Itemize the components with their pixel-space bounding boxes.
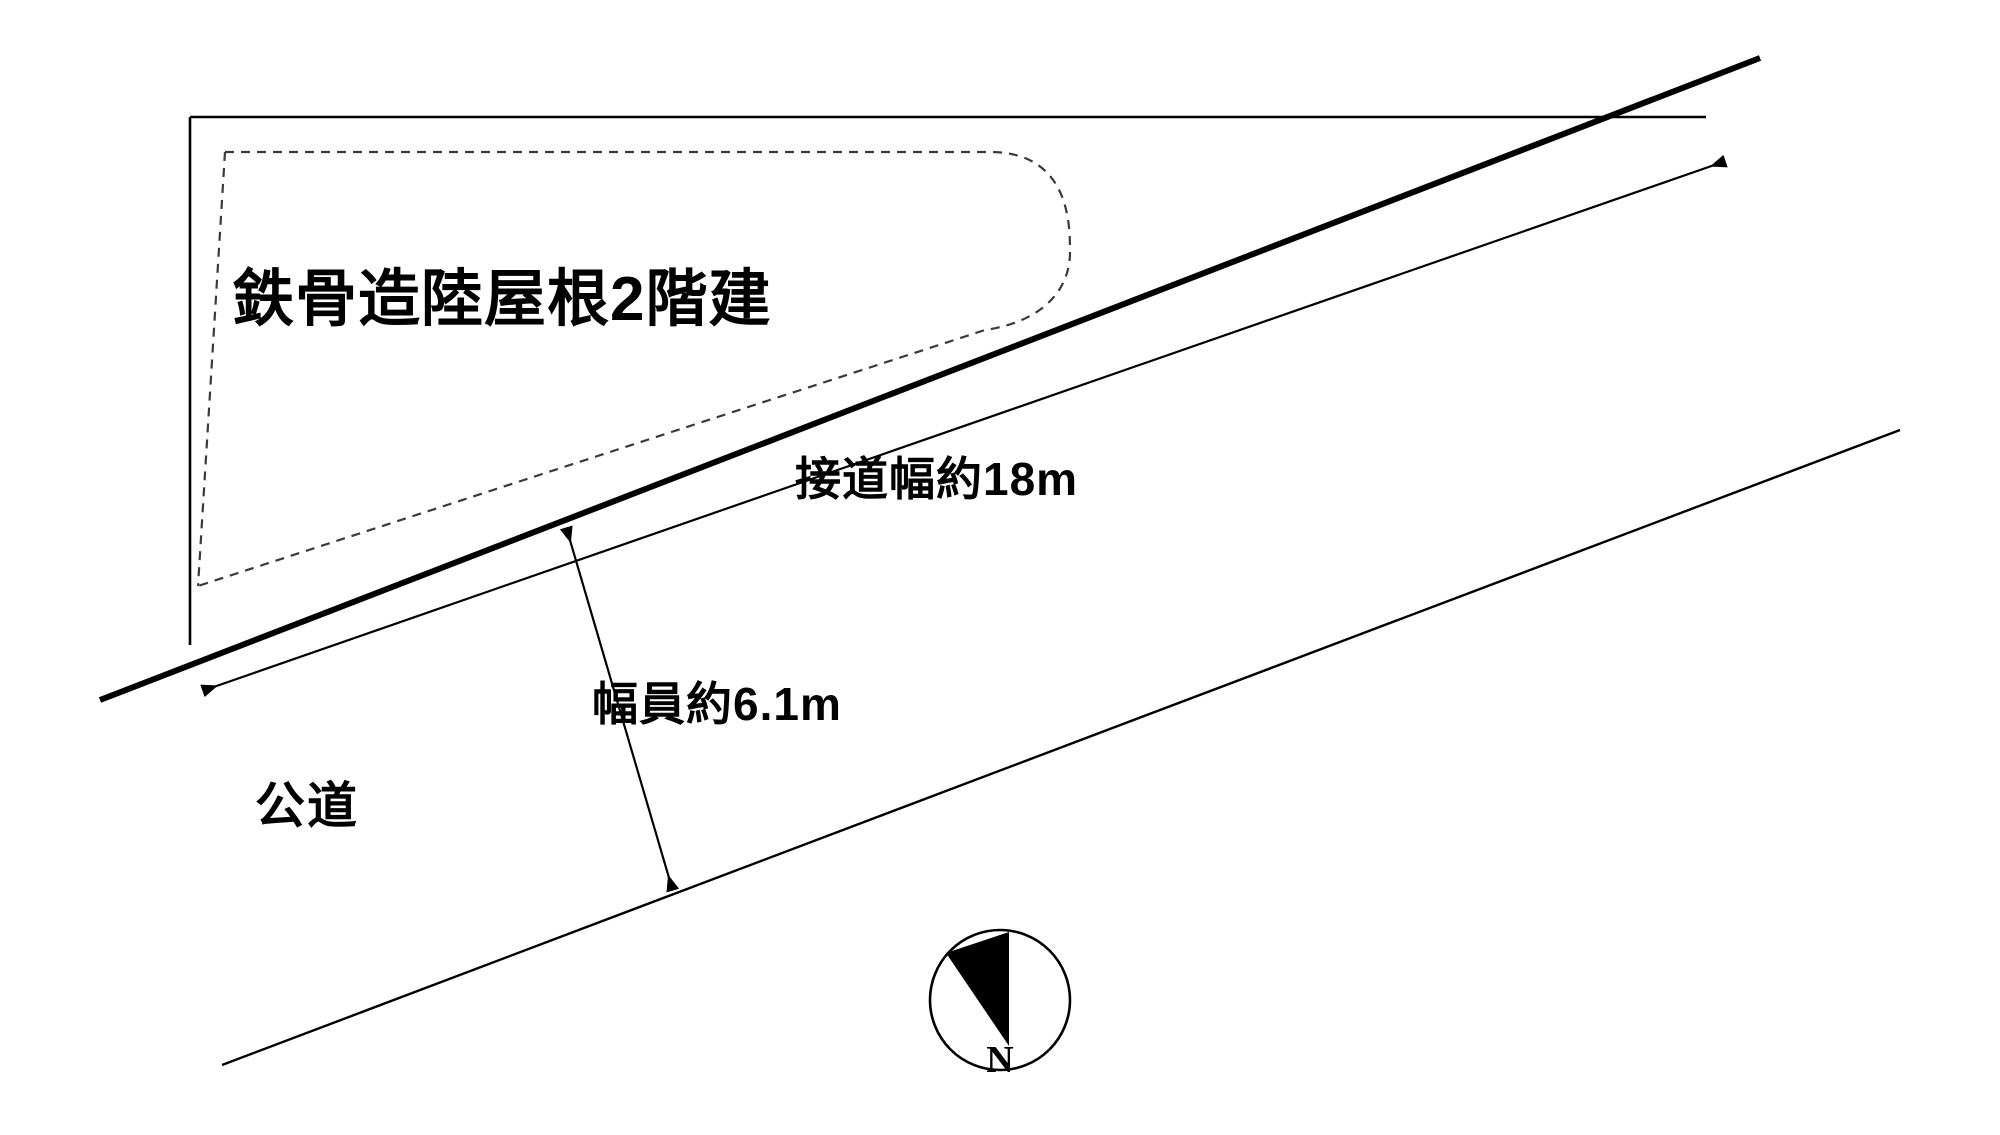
road-width-dimension-label: 幅員約6.1m — [592, 678, 842, 730]
building-structure-label: 鉄骨造陸屋根2階建 — [232, 265, 771, 334]
north-compass-rose: N — [928, 928, 1072, 1081]
north-needle-icon — [946, 932, 1009, 1046]
road-width-dimension-line — [559, 525, 680, 893]
frontage-dimension-arrow — [200, 154, 1728, 698]
public-road-label: 公道 — [255, 778, 359, 834]
frontage-dimension-line — [200, 154, 1728, 698]
frontage-dimension-label: 接道幅約18m — [795, 453, 1078, 505]
road-width-dimension-arrow — [559, 525, 680, 893]
north-label: N — [986, 1039, 1013, 1081]
site-parcel-outline — [188, 115, 1706, 645]
